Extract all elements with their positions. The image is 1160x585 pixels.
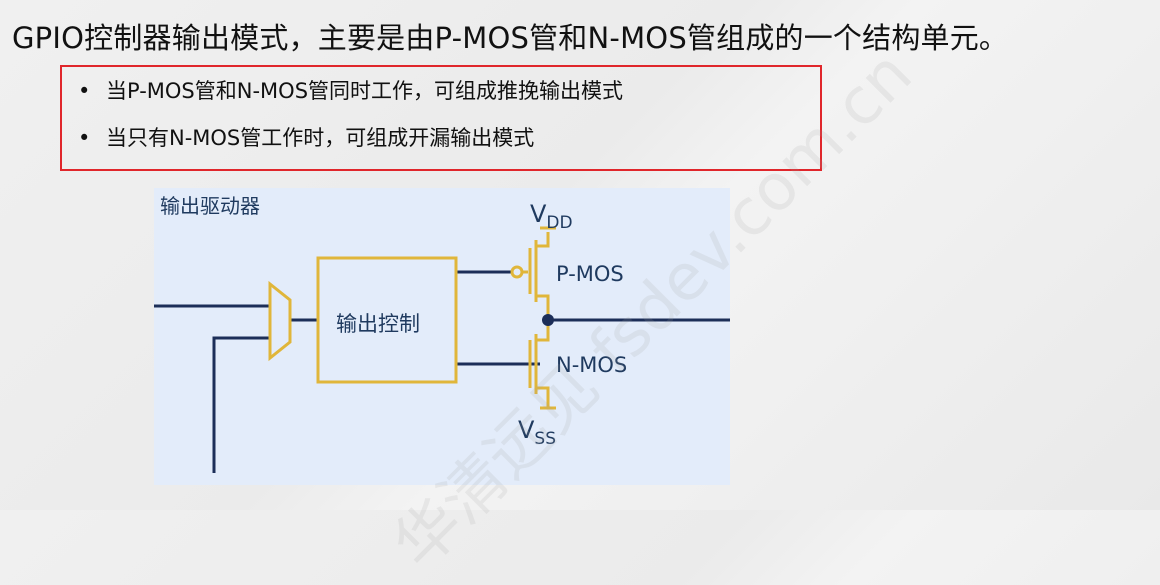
pmos-gate-bubble: [510, 265, 524, 279]
vss-main: V: [518, 416, 535, 444]
pmos-drain: [536, 294, 550, 320]
pmos-source: [536, 232, 550, 248]
vdd-subscript: DD: [546, 213, 573, 233]
output-driver-diagram: 输出驱动器 输出控制 P-MOS N-MOS VDD VSS: [154, 188, 730, 485]
pmos-label: P-MOS: [556, 262, 624, 286]
bullet-text: 当P-MOS管和N-MOS管同时工作，可组成推挽输出模式: [106, 79, 624, 103]
output-junction-dot: [542, 314, 554, 326]
bullet-marker: •: [78, 126, 91, 150]
control-block-label: 输出控制: [336, 312, 420, 336]
mux-shape: [268, 280, 292, 362]
input-wire-bottom: [212, 336, 270, 473]
highlight-box: • 当P-MOS管和N-MOS管同时工作，可组成推挽输出模式 • 当只有N-MOS管…: [60, 65, 822, 171]
nmos-label: N-MOS: [556, 353, 628, 377]
bullet-marker: •: [78, 79, 91, 103]
circuit-schematic: [154, 226, 730, 473]
nmos-drain: [536, 320, 550, 342]
vdd-main: V: [530, 200, 547, 228]
bullet-text: 当只有N-MOS管工作时，可组成开漏输出模式: [106, 126, 535, 150]
vss-label: VSS: [518, 416, 556, 449]
bullet-push-pull: • 当P-MOS管和N-MOS管同时工作，可组成推挽输出模式: [78, 77, 623, 105]
page-title: GPIO控制器输出模式，主要是由P-MOS管和N-MOS管组成的一个结构单元。: [12, 21, 1009, 55]
vdd-label: VDD: [530, 200, 573, 233]
vss-subscript: SS: [534, 429, 557, 449]
bullet-open-drain: • 当只有N-MOS管工作时，可组成开漏输出模式: [78, 124, 534, 152]
driver-label: 输出驱动器: [160, 194, 260, 218]
output-control-block: [316, 256, 458, 384]
nmos-source: [536, 386, 550, 408]
